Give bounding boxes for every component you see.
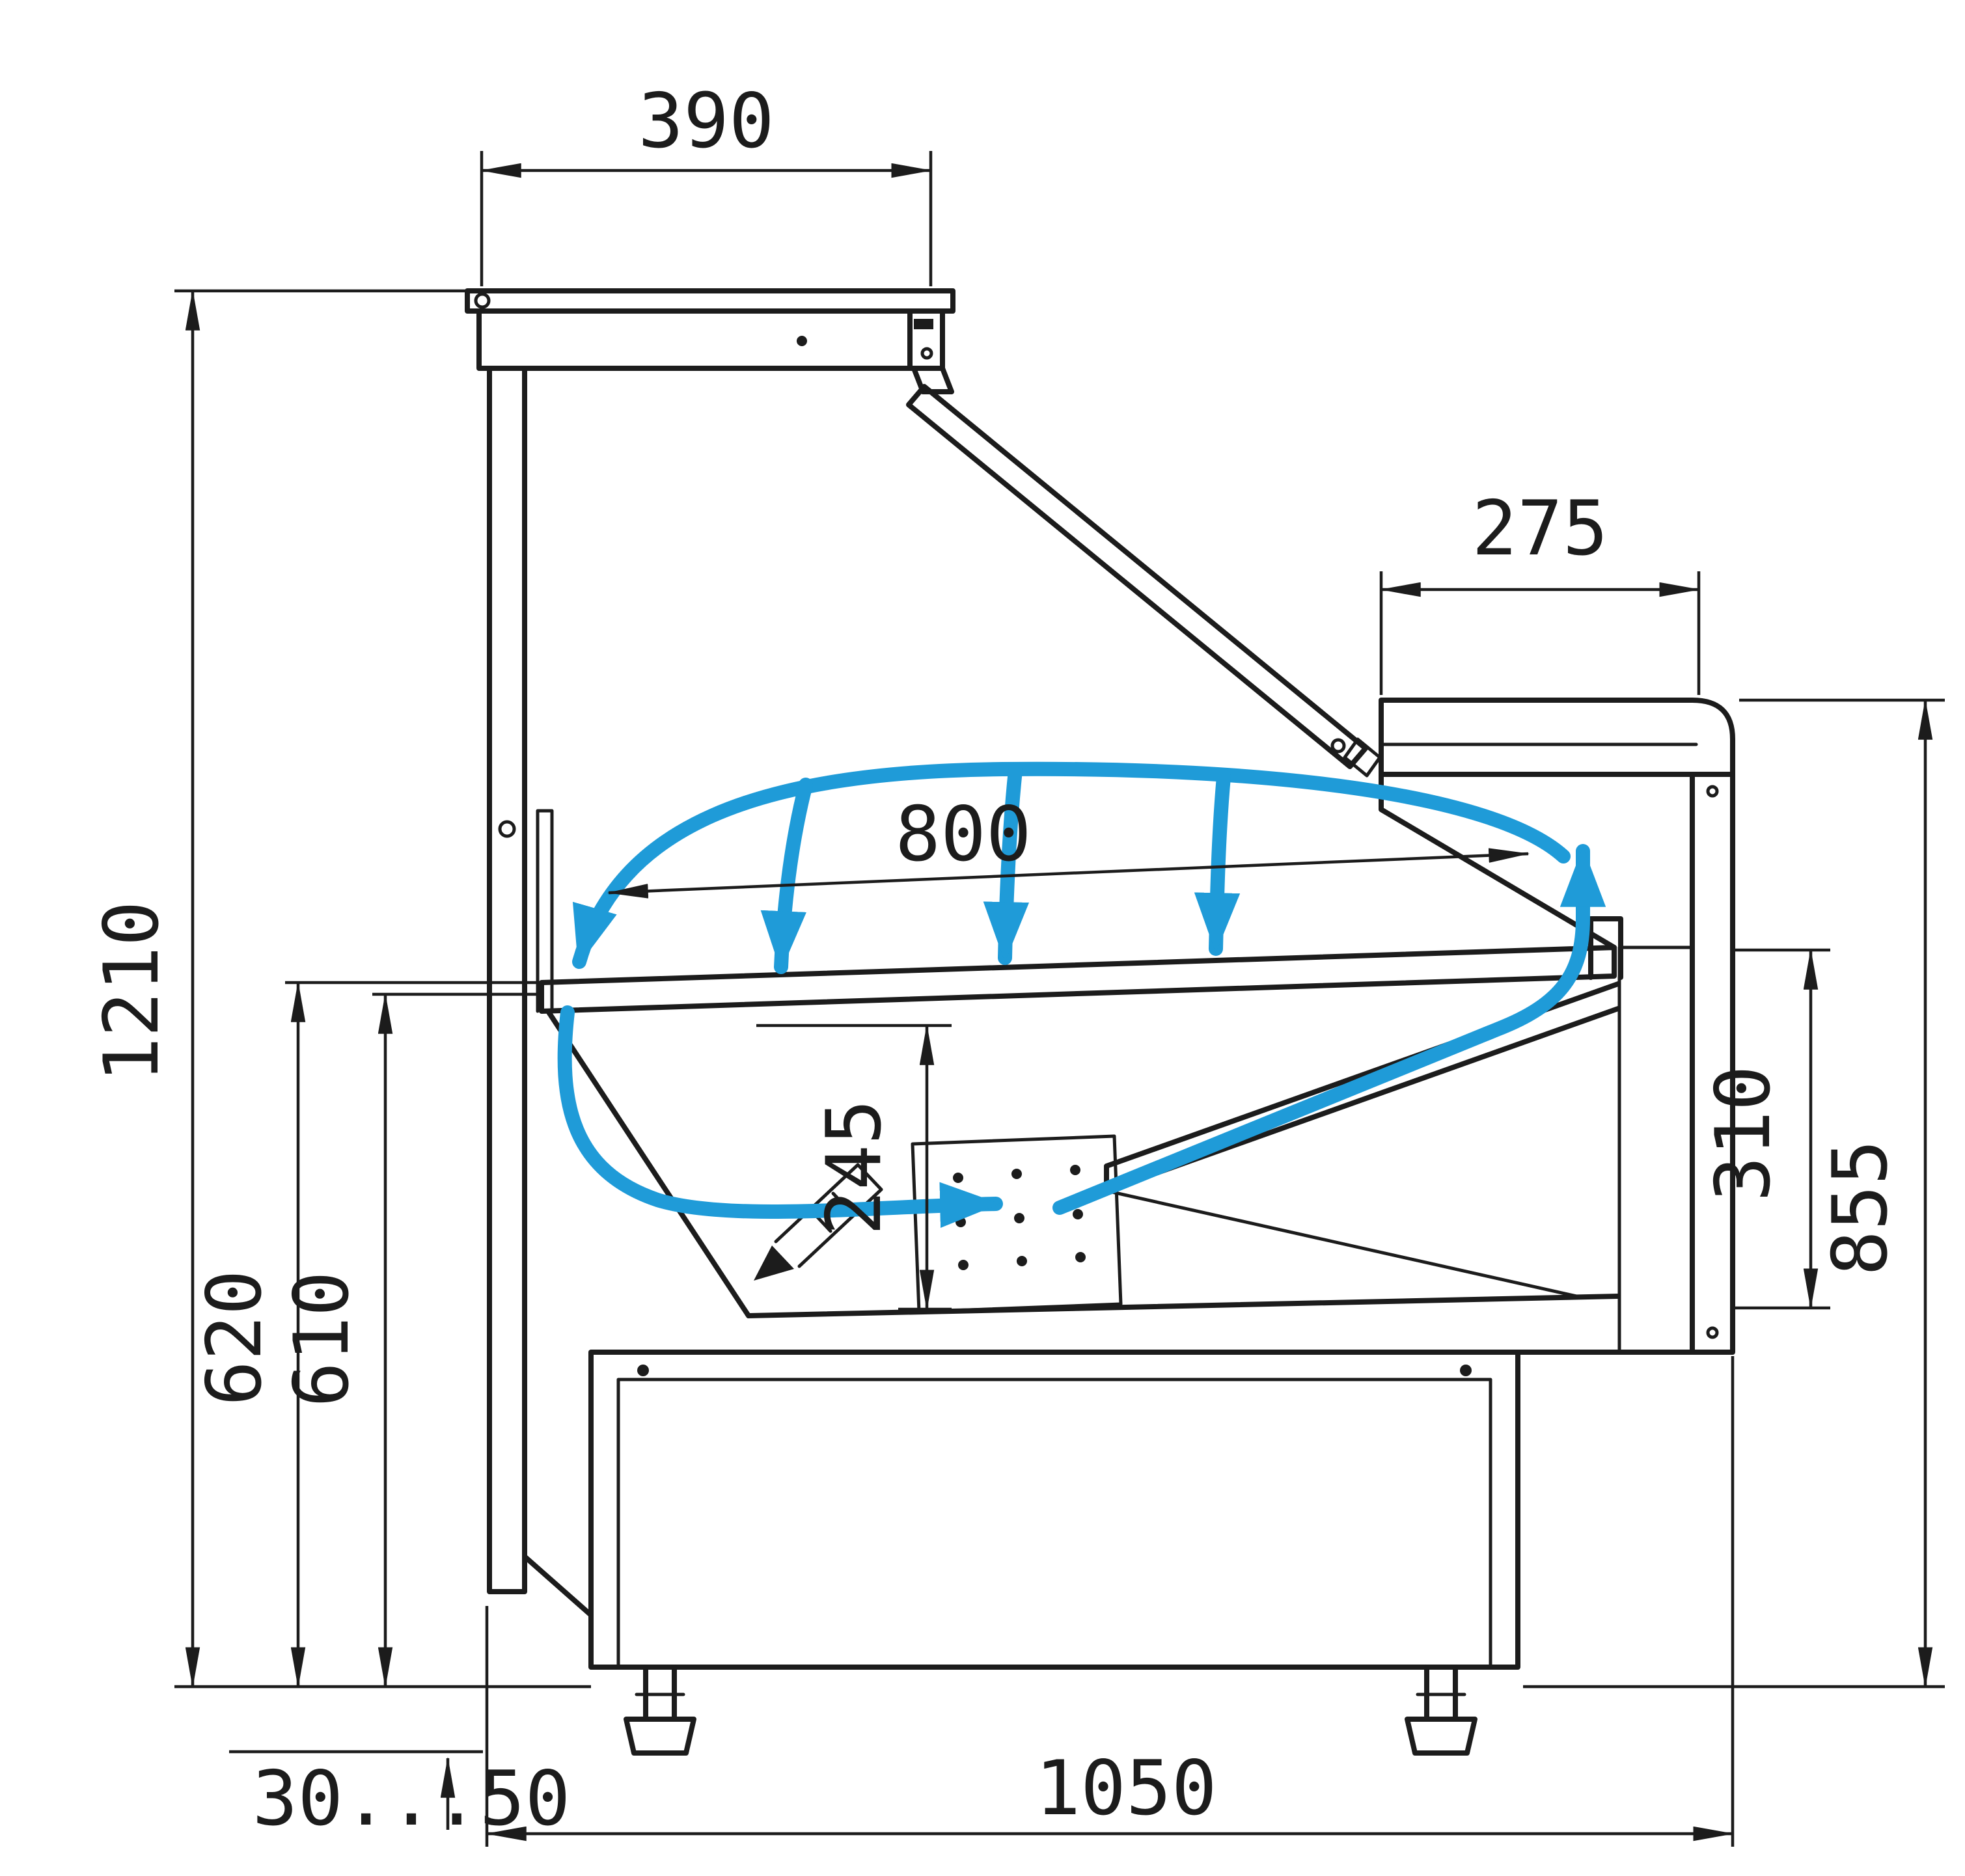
glass-bottom-bracket	[1330, 737, 1382, 778]
evaporator-cover	[911, 1134, 1123, 1314]
dim-310-label: 310	[1699, 1065, 1787, 1202]
dim-800-label: 800	[895, 791, 1032, 878]
adjustable-feet	[624, 1665, 1477, 1756]
dim-855-label: 855	[1817, 1139, 1904, 1276]
dimension-base-depth: 1050	[485, 1356, 1735, 1847]
counter-top	[1379, 698, 1735, 777]
airflow-top-arc	[572, 761, 1571, 969]
airflow-bottom-return	[557, 1005, 1003, 1229]
dimension-total-height: 1210	[88, 289, 478, 1689]
dimension-display-length: 800	[607, 791, 1530, 899]
rear-panel-outline	[487, 366, 594, 1618]
rear-upstand	[536, 809, 554, 1013]
evaporator-cover-holes	[953, 1165, 1086, 1270]
dim-610-label: 610	[278, 1271, 366, 1407]
glass-panes	[906, 384, 1368, 769]
canopy-outline	[465, 288, 955, 394]
dimension-well-depth: 245	[756, 1024, 952, 1311]
dim-275-label: 275	[1472, 485, 1608, 573]
dim-390-label: 390	[638, 77, 775, 165]
left-foot	[624, 1665, 696, 1756]
lower-cabinet	[588, 1350, 1695, 1670]
dim-foot-label: 30...50	[253, 1755, 571, 1843]
rear-panel	[487, 366, 594, 1618]
dimension-foot-range: 30...50	[253, 1755, 571, 1843]
basin	[545, 981, 1621, 1318]
dim-1050-label: 1050	[1035, 1745, 1216, 1832]
fan-bracket	[774, 1163, 883, 1268]
dim-620-label: 620	[191, 1270, 279, 1406]
datum-lines	[174, 1685, 1945, 1754]
deck-surface	[539, 945, 1617, 1014]
dimension-back-height-outer: 620	[191, 981, 540, 1689]
airflow-front-riser	[1052, 844, 1606, 1215]
rear-panel-pivot	[498, 820, 516, 838]
canopy-end-cap	[474, 292, 933, 360]
dim-1050-extensions	[485, 1356, 1735, 1847]
cabinet-inner-panel	[616, 1378, 1492, 1669]
front-duct	[1617, 945, 1694, 1354]
canopy	[465, 288, 955, 394]
dimension-top-width: 390	[480, 77, 933, 286]
dimensions: 390 275 800 1210 620 610	[88, 77, 1945, 1847]
airflow-drop-1	[760, 778, 813, 974]
front-glass	[906, 384, 1382, 778]
basin-walls	[545, 981, 1621, 1318]
fan-bracket-foot	[754, 1245, 794, 1281]
dim-1210-label: 1210	[88, 901, 176, 1082]
dimension-counter-depth: 275	[1379, 485, 1701, 695]
display-deck	[539, 945, 1617, 1014]
airflow-diagram	[557, 761, 1606, 1229]
cabinet-outline	[588, 1350, 1695, 1670]
cabinet-screws	[637, 1365, 1472, 1376]
dimension-worktop-height: 855	[1739, 698, 1945, 1689]
dimension-front-panel-height: 310	[1699, 948, 1830, 1310]
front-panel	[1690, 772, 1735, 1355]
canopy-fasteners	[797, 319, 933, 346]
front-panel-screws	[1706, 785, 1719, 1339]
basin-wedge	[1105, 1189, 1578, 1298]
dim-245-label: 245	[810, 1099, 898, 1236]
dimension-back-height-inner: 610	[278, 992, 540, 1689]
dim-800-line	[607, 848, 1530, 899]
right-foot	[1405, 1665, 1477, 1756]
airflow-drop-3	[1194, 770, 1241, 956]
